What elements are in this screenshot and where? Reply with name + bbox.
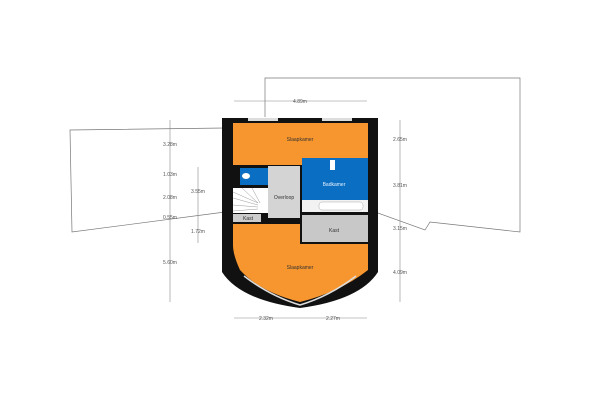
dim-right-2: 3.81m — [393, 183, 407, 189]
room-landing — [268, 166, 300, 218]
dim-left-inner-2: 1.72m — [191, 229, 205, 235]
sink — [330, 160, 335, 170]
dim-left-4: 0.55m — [163, 215, 177, 221]
stairs — [233, 188, 268, 213]
label-landing: Overloop — [274, 195, 295, 201]
room-toilet — [240, 168, 268, 185]
dim-right-1: 2.65m — [393, 137, 407, 143]
stair-steps — [232, 187, 261, 212]
label-closet-right: Kast — [329, 228, 340, 234]
room-closet-right — [302, 215, 368, 242]
label-bedroom-top: Slaapkamer — [287, 137, 314, 143]
dim-right-3: 3.15m — [393, 226, 407, 232]
dim-left-1: 3.28m — [163, 142, 177, 148]
dim-left-3: 2.08m — [163, 195, 177, 201]
dim-left-5: 5.60m — [163, 260, 177, 266]
label-bathroom: Badkamer — [323, 182, 346, 188]
window-curved — [243, 275, 357, 306]
room-closet-small — [233, 214, 261, 222]
label-bedroom-bottom: Slaapkamer — [287, 265, 314, 271]
room-bedroom-bottom — [233, 224, 368, 302]
dim-left-inner-1: 3.55m — [191, 189, 205, 195]
window — [248, 118, 278, 121]
dim-bottom-right: 2.27m — [326, 316, 340, 322]
dim-left-2: 1.03m — [163, 172, 177, 178]
label-closet-small: Kast — [243, 216, 254, 222]
window — [322, 118, 352, 121]
bathtub-basin — [318, 201, 364, 211]
dim-top: 4.89m — [293, 99, 307, 105]
plot-outline-left — [69, 127, 226, 233]
dim-right-4: 4.09m — [393, 270, 407, 276]
plot-outline-right — [264, 77, 521, 233]
toilet-icon — [242, 173, 250, 179]
dim-bottom-left: 2.32m — [259, 316, 273, 322]
